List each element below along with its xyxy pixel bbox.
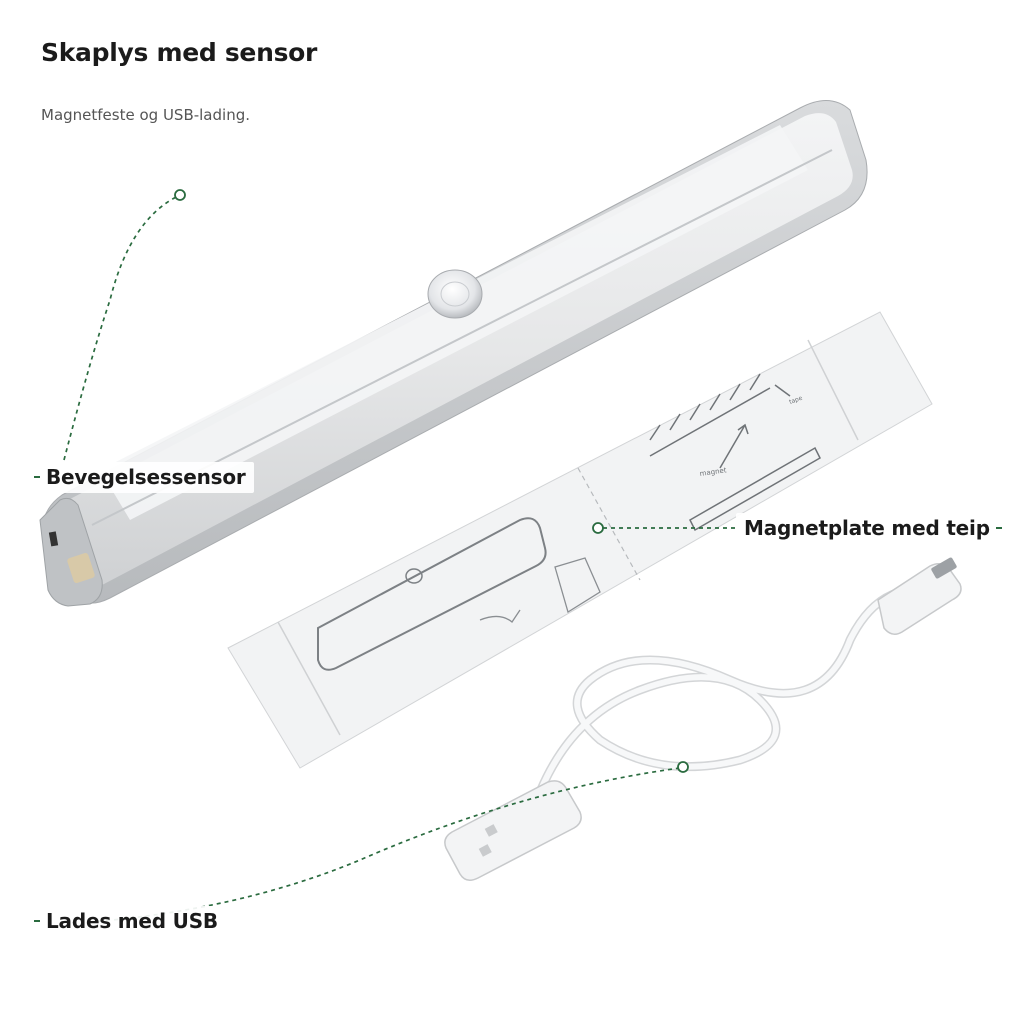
callout-magnet-plate: Magnetplate med teip [736,513,1002,544]
callout-label: Bevegelsessensor [46,465,246,489]
page-title: Skaplys med sensor [41,38,318,67]
page-subtitle: Magnetfeste og USB-lading. [41,106,250,124]
card-corner-label: tape [788,395,803,406]
leader-usb [89,767,681,923]
led-bar-switch [48,531,59,547]
card-sheet [227,311,933,769]
micro-usb-plug [877,557,962,635]
led-bar-port [67,553,95,583]
magnet-plate-card: magnet tape [227,311,933,769]
dot-usb [677,761,689,773]
callout-dash [34,920,40,922]
callout-dash [34,476,40,478]
motion-sensor-lens [427,269,483,319]
usb-cable [444,557,962,881]
leader-sensor [63,195,179,461]
card-bar-drawing [317,517,547,671]
callout-usb-charging: Lades med USB [34,906,226,937]
callout-motion-sensor: Bevegelsessensor [34,462,254,493]
callout-label: Magnetplate med teip [744,516,990,540]
card-wall-drawing [649,373,821,532]
usb-a-plug [444,780,582,881]
dot-plate [592,522,604,534]
card-arrow-label: magnet [699,466,727,478]
callout-dots [174,189,689,773]
callout-label: Lades med USB [46,909,218,933]
callout-dash [995,527,1002,529]
led-bar-diffuser [100,125,808,520]
dot-sensor [174,189,186,201]
